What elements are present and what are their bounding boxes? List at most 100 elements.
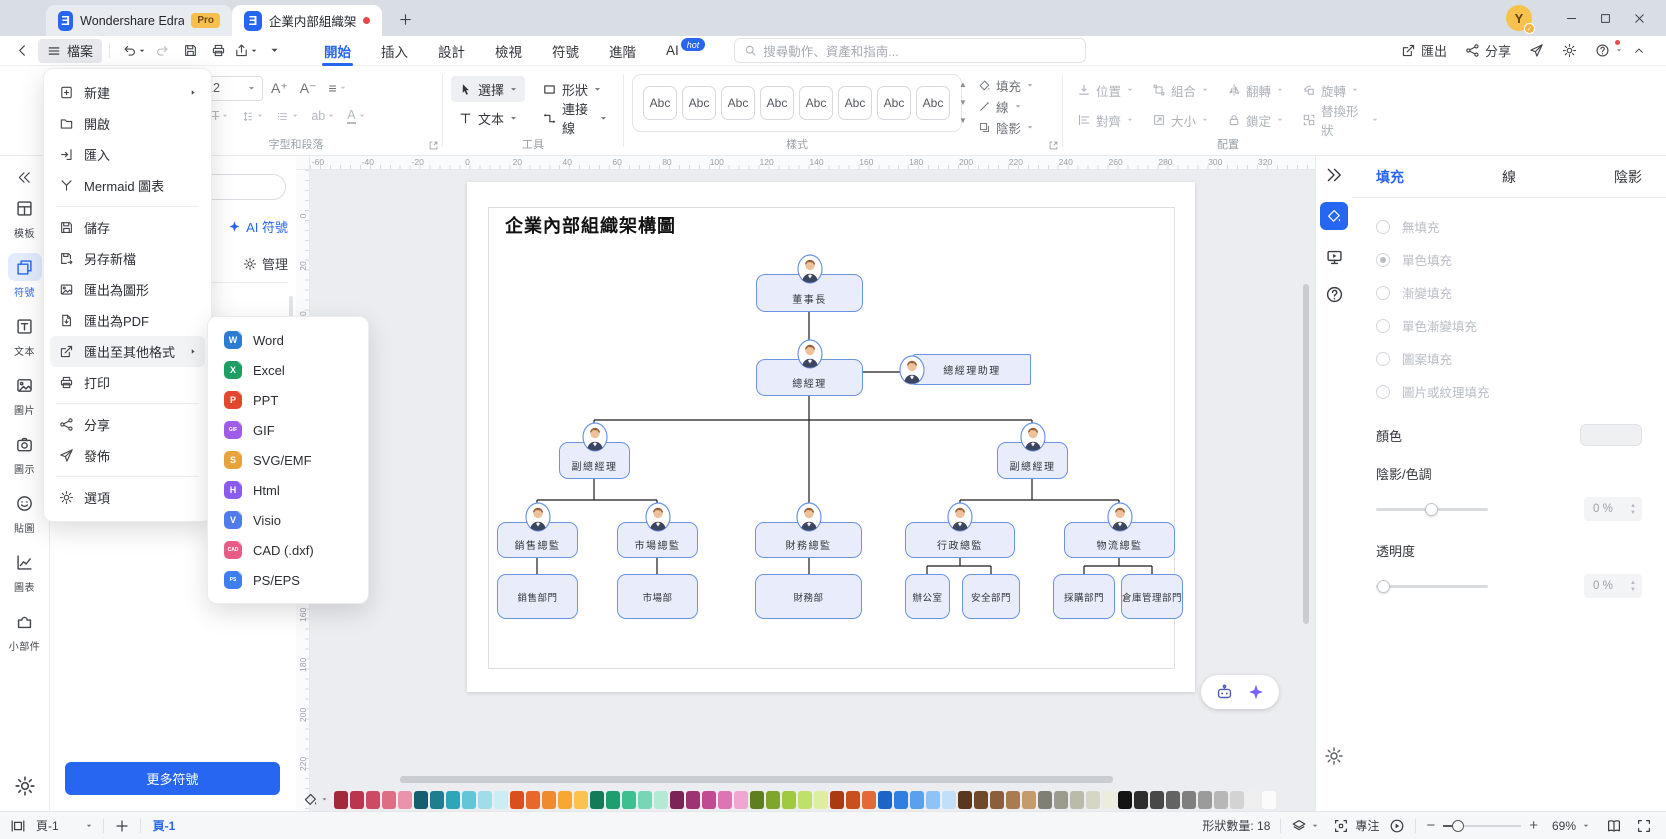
ai-symbols-button[interactable]: AI 符號 <box>228 217 288 236</box>
palette-color-swatch[interactable] <box>638 790 652 809</box>
org-node-finance-dept[interactable]: 財務部 <box>755 574 862 619</box>
file-menu-item-儲存[interactable]: 儲存 <box>50 212 205 243</box>
sidebar-item-模板[interactable]: 模板 <box>8 194 42 240</box>
ai-sparkle-button[interactable] <box>1247 683 1265 701</box>
shade-value-input[interactable]: 0 % ▲▼ <box>1584 497 1642 521</box>
palette-color-swatch[interactable] <box>1022 790 1036 809</box>
fullscreen-button[interactable] <box>1636 818 1652 834</box>
caret-down-icon[interactable] <box>85 822 93 830</box>
file-menu-item-開啟[interactable]: 開啟 <box>50 108 205 139</box>
help-button[interactable] <box>1588 39 1622 63</box>
palette-color-swatch[interactable] <box>542 790 556 809</box>
style-preset-5[interactable]: Abc <box>799 86 833 120</box>
fill-option-單色填充[interactable]: 單色填充 <box>1376 243 1642 276</box>
focus-mode-icon[interactable] <box>1333 818 1349 834</box>
填充-button[interactable]: 填充 <box>978 77 1054 95</box>
style-preset-3[interactable]: Abc <box>721 86 755 120</box>
翻轉-button[interactable]: 翻轉 <box>1221 77 1290 103</box>
palette-color-swatch[interactable] <box>846 790 860 809</box>
user-avatar[interactable]: Y ✓ <box>1506 5 1535 34</box>
opacity-value-input[interactable]: 0 % ▲▼ <box>1584 574 1642 598</box>
組合-button[interactable]: 組合 <box>1146 77 1215 103</box>
palette-color-swatch[interactable] <box>878 790 892 809</box>
palette-color-swatch[interactable] <box>1038 790 1052 809</box>
page-overview-button[interactable] <box>10 818 26 834</box>
palette-color-swatch[interactable] <box>574 790 588 809</box>
fill-option-圖片或紋理填充[interactable]: 圖片或紋理填充 <box>1376 375 1642 408</box>
palette-color-swatch[interactable] <box>958 790 972 809</box>
style-gallery-more-icon[interactable]: ▼ <box>959 116 967 125</box>
style-preset-1[interactable]: Abc <box>643 86 677 120</box>
palette-color-swatch[interactable] <box>398 790 412 809</box>
nav-tab-開始[interactable]: 開始 <box>309 36 366 66</box>
palette-color-swatch[interactable] <box>1262 790 1276 809</box>
palette-color-swatch[interactable] <box>750 790 764 809</box>
dialog-launcher-icon[interactable] <box>428 140 439 151</box>
file-menu-item-匯出為PDF[interactable]: 匯出為PDF <box>50 305 205 336</box>
share-button[interactable]: 分享 <box>1458 39 1518 63</box>
page-tab[interactable]: 頁-1 <box>152 819 176 833</box>
file-menu-item-新建[interactable]: 新建 <box>50 77 205 108</box>
fill-tool-button[interactable] <box>1320 202 1348 230</box>
palette-color-swatch[interactable] <box>1198 790 1212 809</box>
nav-tab-設計[interactable]: 設計 <box>438 44 466 60</box>
palette-color-swatch[interactable] <box>798 790 812 809</box>
play-presentation-button[interactable] <box>1389 818 1405 834</box>
org-node-purchasing-dept[interactable]: 採購部門 <box>1053 574 1115 619</box>
對齊-button[interactable]: 對齊 <box>1071 107 1140 133</box>
expand-panel-button[interactable] <box>1325 166 1343 184</box>
palette-color-swatch[interactable] <box>1006 790 1020 809</box>
guide-book-button[interactable] <box>1606 818 1622 834</box>
font-color-button[interactable]: A <box>343 104 369 129</box>
palette-color-swatch[interactable] <box>814 790 828 809</box>
palette-color-swatch[interactable] <box>1134 790 1148 809</box>
nav-tab-插入[interactable]: 插入 <box>381 44 409 60</box>
select-tool-button[interactable]: 選擇 <box>451 76 526 102</box>
file-menu-item-分享[interactable]: 分享 <box>50 409 205 440</box>
sidebar-item-貼圖[interactable]: 貼圖 <box>8 489 42 535</box>
character-spacing-button[interactable]: ab <box>307 104 339 129</box>
palette-color-swatch[interactable] <box>334 790 348 809</box>
fill-option-單色漸變填充[interactable]: 單色漸變填充 <box>1376 309 1642 342</box>
palette-color-swatch[interactable] <box>1166 790 1180 809</box>
close-button[interactable] <box>1622 3 1656 33</box>
旋轉-button[interactable]: 旋轉 <box>1296 77 1385 103</box>
back-button[interactable] <box>10 39 34 63</box>
org-node-office[interactable]: 辦公室 <box>905 574 950 619</box>
palette-color-swatch[interactable] <box>1214 790 1228 809</box>
sidebar-settings-gear-button[interactable] <box>14 775 36 797</box>
線-button[interactable]: 線 <box>978 98 1054 116</box>
style-preset-4[interactable]: Abc <box>760 86 794 120</box>
palette-color-swatch[interactable] <box>766 790 780 809</box>
file-menu-item-匯入[interactable]: 匯入 <box>50 139 205 170</box>
caret-down-icon[interactable] <box>1311 822 1319 830</box>
palette-color-swatch[interactable] <box>862 790 876 809</box>
file-menu-item-選項[interactable]: 選項 <box>50 482 205 513</box>
陰影-button[interactable]: 陰影 <box>978 119 1054 137</box>
align-text-button[interactable]: ≡ <box>324 76 350 101</box>
palette-color-swatch[interactable] <box>558 790 572 809</box>
increase-font-button[interactable]: A⁺ <box>271 79 288 96</box>
new-tab-button[interactable] <box>392 6 418 32</box>
sidebar-item-圖表[interactable]: 圖表 <box>8 548 42 594</box>
palette-color-swatch[interactable] <box>942 790 956 809</box>
位置-button[interactable]: 位置 <box>1071 77 1140 103</box>
palette-color-swatch[interactable] <box>686 790 700 809</box>
style-preset-2[interactable]: Abc <box>682 86 716 120</box>
palette-color-swatch[interactable] <box>926 790 940 809</box>
settings-button[interactable] <box>1555 39 1584 63</box>
palette-color-swatch[interactable] <box>894 790 908 809</box>
sidebar-item-小部件[interactable]: 小部件 <box>8 607 42 653</box>
caret-down-icon[interactable] <box>321 796 328 803</box>
sidebar-item-圖示[interactable]: 圖示 <box>8 430 42 476</box>
redo-button[interactable] <box>149 39 175 63</box>
palette-color-swatch[interactable] <box>702 790 716 809</box>
undo-button[interactable] <box>121 39 147 63</box>
format-tab-填充[interactable]: 填充 <box>1376 168 1404 185</box>
